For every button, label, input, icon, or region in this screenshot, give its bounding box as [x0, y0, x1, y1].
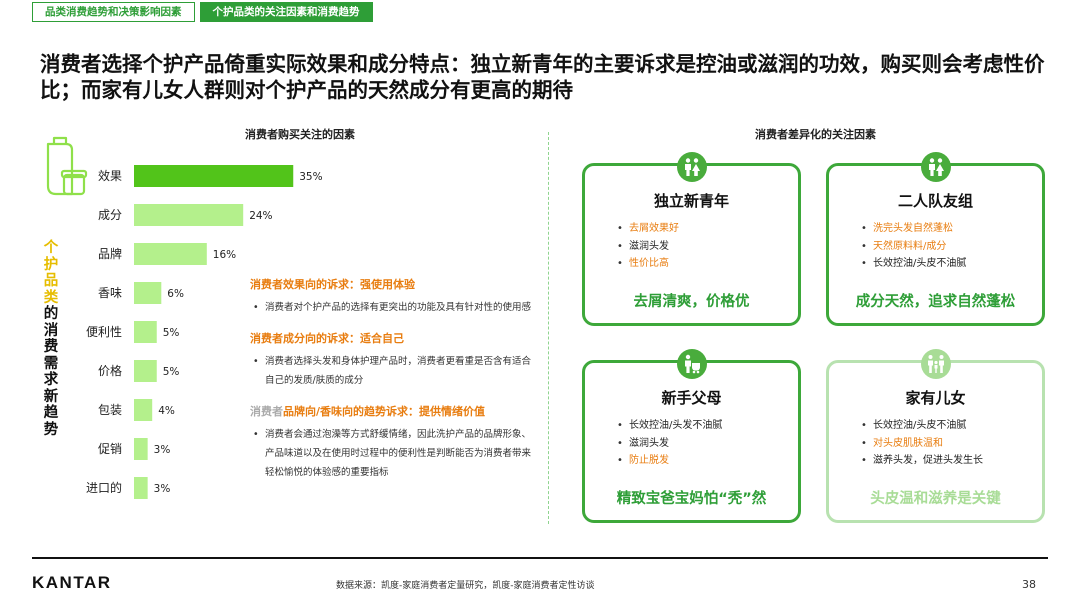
segment-card-couple: 二人队友组 洗完头发自然蓬松 天然原料料/成分 长效控油/头皮不油腻 成分天然，…: [826, 152, 1045, 326]
bar: [134, 321, 157, 343]
category-label: 效果: [98, 168, 122, 183]
category-label: 便利性: [86, 325, 122, 339]
segment-name: 家有儿女: [905, 389, 966, 407]
value-label: 5%: [163, 366, 180, 378]
value-label: 35%: [299, 171, 322, 183]
bar: [134, 282, 162, 304]
concern-item: 去屑效果好: [617, 220, 679, 238]
category-label: 促销: [98, 442, 122, 456]
category-label: 包装: [98, 403, 122, 417]
concern-item: 长效控油/头皮不油腻: [861, 417, 983, 435]
claim-title: 消费者成分向的诉求：适合自己: [250, 332, 404, 345]
section-tabs: 品类消费趋势和决策影响因素 个护品类的关注因素和消费趋势: [32, 2, 373, 22]
concern-item: 对头皮肌肤温和: [861, 435, 983, 453]
tab-category-trends[interactable]: 品类消费趋势和决策影响因素: [32, 2, 195, 22]
segment-concerns: 长效控油/头发不油腻 滋润头发 防止脱发: [617, 417, 722, 470]
skincare-product-icon: [46, 136, 88, 196]
data-source: 数据来源：凯度-家庭消费者定量研究，凯度-家庭消费者定性访谈: [336, 581, 595, 591]
claim-title: 消费者效果向的诉求：强使用体验: [250, 278, 415, 291]
couple-icon: [920, 152, 951, 182]
concern-item: 长效控油/头皮不油腻: [861, 255, 966, 273]
tab-personal-care[interactable]: 个护品类的关注因素和消费趋势: [199, 2, 373, 22]
value-label: 5%: [163, 327, 180, 339]
segment-name: 独立新青年: [653, 192, 729, 210]
family-icon: [920, 349, 951, 379]
concern-item: 长效控油/头发不油腻: [617, 417, 722, 435]
page-title: 消费者选择个护产品倚重实际效果和成分特点：独立新青年的主要诉求是控油或滋润的功效…: [40, 52, 1045, 102]
value-label: 24%: [249, 210, 272, 222]
bar: [134, 243, 207, 265]
segment-concerns: 长效控油/头皮不油腻 对头皮肌肤温和 滋养头发，促进头发生长: [861, 417, 983, 470]
bar: [134, 165, 294, 187]
value-label: 3%: [154, 483, 171, 495]
vertical-category-label: 个护品类 的消费需求新趋势: [40, 240, 62, 438]
page-number: 38: [1022, 578, 1036, 591]
bar: [134, 399, 153, 421]
value-label: 6%: [167, 288, 184, 300]
vertical-label-text: 的消费需求新趋势: [43, 306, 59, 438]
segment-summary: 头皮温和滋养是关键: [870, 491, 1001, 507]
claim-body: 消费者对个护产品的选择有更突出的功能及具有针对性的使用感: [250, 298, 540, 317]
claim-body: 消费者会通过泡澡等方式舒缓情绪，因此洗护产品的品牌形象、产品味道以及在使用时过程…: [250, 425, 540, 482]
concern-item: 洗完头发自然蓬松: [861, 220, 966, 238]
segment-summary: 成分天然，追求自然蓬松: [855, 294, 1016, 310]
value-label: 3%: [154, 444, 171, 456]
kantar-logo: KANTAR: [32, 573, 112, 592]
bar: [134, 438, 148, 460]
segment-card-family-kids: 家有儿女 长效控油/头皮不油腻 对头皮肌肤温和 滋养头发，促进头发生长 头皮温和…: [826, 349, 1045, 523]
vertical-divider: [548, 132, 549, 524]
segment-card-young-single: 独立新青年 去屑效果好 滋润头发 性价比高 去屑清爽，价格优: [582, 152, 801, 326]
parent-stroller-icon: [676, 349, 707, 379]
segments-section-title: 消费者差异化的关注因素: [755, 128, 876, 141]
category-label: 品牌: [98, 247, 122, 261]
bar: [134, 360, 157, 382]
claim-effect: 消费者效果向的诉求：强使用体验 消费者对个护产品的选择有更突出的功能及具有针对性…: [250, 276, 540, 317]
concern-item: 天然原料料/成分: [861, 238, 966, 256]
concern-item: 滋润头发: [617, 435, 722, 453]
segment-concerns: 洗完头发自然蓬松 天然原料料/成分 长效控油/头皮不油腻: [861, 220, 966, 273]
segment-name: 二人队友组: [897, 192, 973, 210]
segment-card-new-parents: 新手父母 长效控油/头发不油腻 滋润头发 防止脱发 精致宝爸宝妈怕“秃”然: [582, 349, 801, 523]
category-label: 进口的: [86, 480, 122, 495]
footer-divider: [32, 557, 1048, 559]
claim-body: 消费者选择头发和身体护理产品时，消费者更看重是否含有适合自己的发质/肤质的成分: [250, 352, 540, 390]
category-label: 成分: [98, 208, 122, 222]
claim-title: 消费者品牌向/香味向的趋势诉求：提供情绪价值: [250, 405, 486, 418]
consumer-claims: 消费者效果向的诉求：强使用体验 消费者对个护产品的选择有更突出的功能及具有针对性…: [250, 276, 540, 495]
bar: [134, 477, 148, 499]
couple-icon: [676, 152, 707, 182]
category-label: 价格: [98, 363, 122, 378]
segment-summary: 去屑清爽，价格优: [633, 294, 750, 310]
factor-bar-chart: 效果 35% 成分 24% 品牌 16% 香味 6% 便利性 5% 价格 5% 包装 4% 促销 3% 进口的 3…: [46, 136, 323, 499]
concern-item: 滋养头发，促进头发生长: [861, 452, 983, 470]
vertical-label-highlight: 个护品类: [43, 240, 59, 306]
segment-concerns: 去屑效果好 滋润头发 性价比高: [617, 220, 679, 273]
segment-summary: 精致宝爸宝妈怕“秃”然: [616, 491, 767, 507]
claim-brand-scent: 消费者品牌向/香味向的趋势诉求：提供情绪价值 消费者会通过泡澡等方式舒缓情绪，因…: [250, 403, 540, 482]
claim-ingredient: 消费者成分向的诉求：适合自己 消费者选择头发和身体护理产品时，消费者更看重是否含…: [250, 330, 540, 390]
segment-name: 新手父母: [661, 389, 722, 407]
concern-item: 性价比高: [617, 255, 679, 273]
value-label: 4%: [158, 405, 175, 417]
value-label: 16%: [213, 249, 236, 261]
concern-item: 滋润头发: [617, 238, 679, 256]
category-label: 香味: [98, 286, 122, 300]
concern-item: 防止脱发: [617, 452, 722, 470]
claim-title-prefix: 消费者: [250, 405, 283, 418]
chart-section-title: 消费者购买关注的因素: [245, 128, 355, 141]
bar: [134, 204, 244, 226]
